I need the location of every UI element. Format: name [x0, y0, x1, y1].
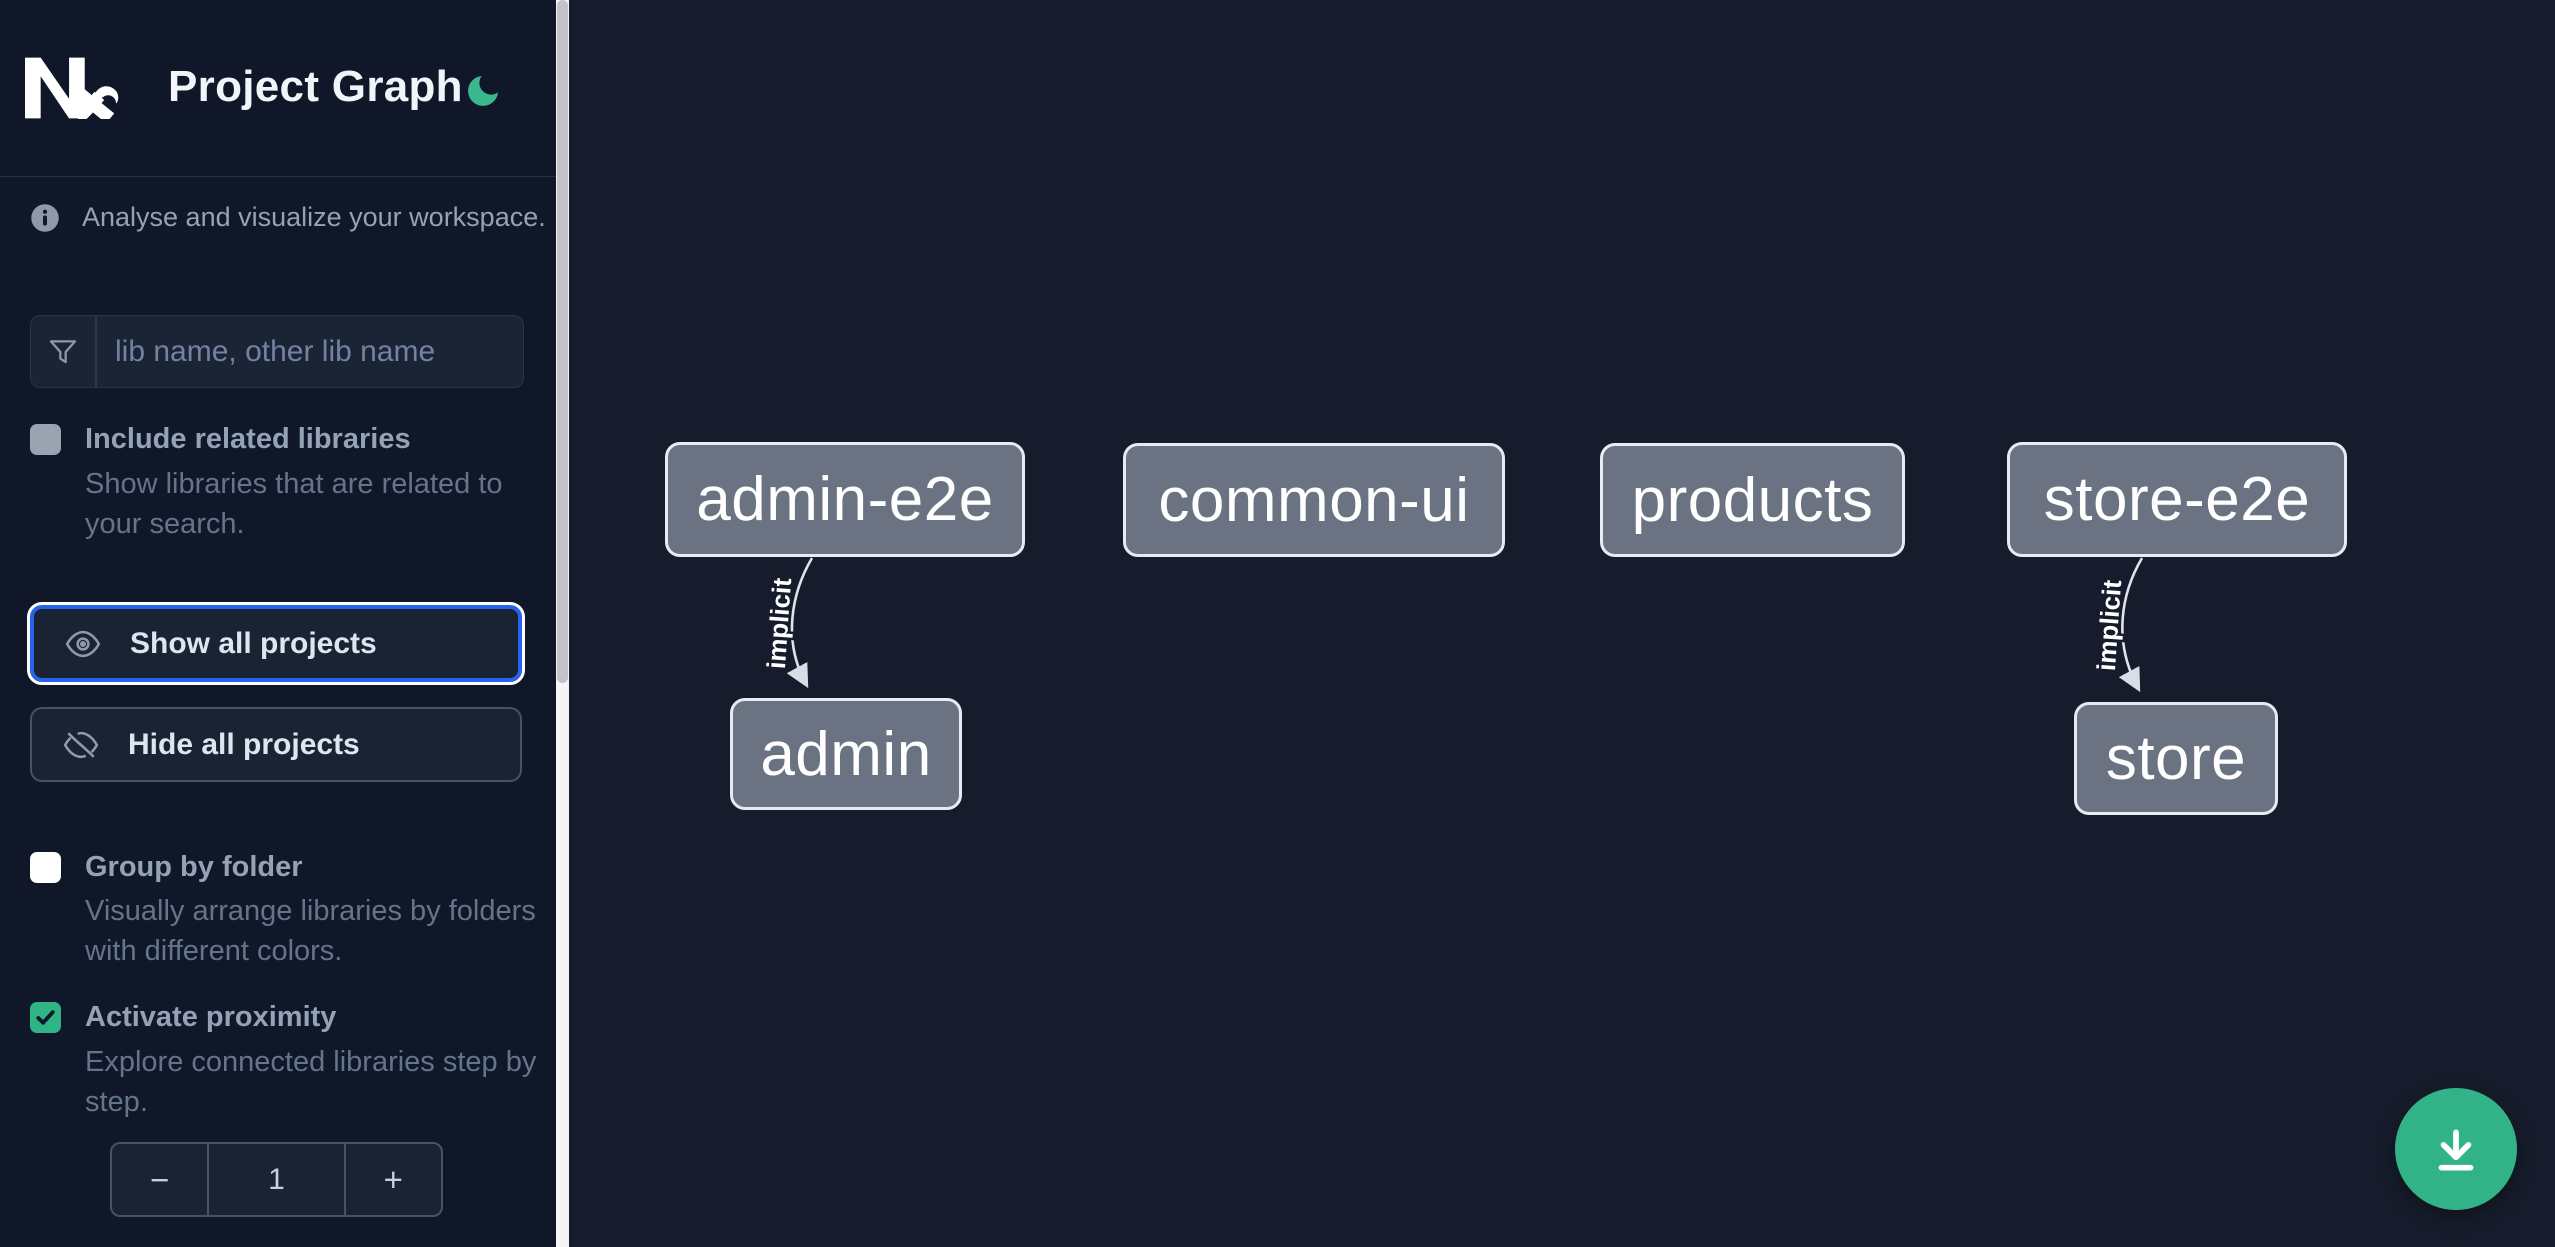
hide-all-projects-button[interactable]: Hide all projects [30, 707, 522, 782]
proximity-stepper: − 1 + [110, 1142, 443, 1217]
sidebar-scrollbar-thumb[interactable] [557, 0, 568, 683]
include-related-label[interactable]: Include related libraries [85, 423, 411, 455]
moon-icon [468, 76, 498, 106]
graph-node-store-e2e[interactable]: store-e2e [2007, 442, 2347, 557]
app-header: Project Graph [0, 0, 556, 177]
show-all-projects-button[interactable]: Show all projects [27, 602, 525, 685]
download-icon [2438, 1129, 2474, 1171]
page-title: Project Graph [168, 62, 463, 111]
proximity-decrement-button[interactable]: − [112, 1144, 207, 1215]
download-image-button[interactable] [2395, 1088, 2517, 1210]
show-all-projects-label: Show all projects [130, 626, 377, 660]
theme-toggle-button[interactable] [456, 64, 510, 118]
checkmark-icon [36, 1010, 55, 1025]
eye-off-icon [62, 726, 100, 764]
intro-row: Analyse and visualize your workspace. [30, 202, 546, 233]
include-related-checkbox[interactable] [30, 424, 61, 455]
nx-logo [25, 57, 119, 119]
filter-funnel-icon [31, 316, 97, 387]
graph-canvas[interactable] [569, 0, 2555, 1247]
eye-icon [64, 625, 102, 663]
graph-node-admin-e2e[interactable]: admin-e2e [665, 442, 1025, 557]
graph-node-admin[interactable]: admin [730, 698, 962, 810]
search-input[interactable] [97, 316, 523, 387]
info-icon [31, 203, 59, 232]
graph-node-store[interactable]: store [2074, 702, 2278, 815]
hide-all-projects-label: Hide all projects [128, 727, 360, 761]
group-by-folder-description: Visually arrange libraries by folders wi… [85, 895, 536, 967]
group-by-folder-label[interactable]: Group by folder [85, 851, 303, 883]
search-box [30, 315, 524, 388]
sidebar-scrollbar [556, 0, 569, 1247]
graph-node-common-ui[interactable]: common-ui [1123, 443, 1505, 557]
include-related-description: Show libraries that are related to your … [85, 468, 503, 540]
graph-node-products[interactable]: products [1600, 443, 1905, 557]
activate-proximity-description: Explore connected libraries step by step… [85, 1046, 537, 1118]
proximity-increment-button[interactable]: + [346, 1144, 441, 1215]
intro-text: Analyse and visualize your workspace. [82, 202, 546, 232]
proximity-value: 1 [207, 1144, 346, 1215]
sidebar: Project Graph Analyse and visualize your… [0, 0, 556, 1247]
activate-proximity-label[interactable]: Activate proximity [85, 1001, 337, 1033]
activate-proximity-checkbox[interactable] [30, 1002, 61, 1033]
group-by-folder-checkbox[interactable] [30, 852, 61, 883]
